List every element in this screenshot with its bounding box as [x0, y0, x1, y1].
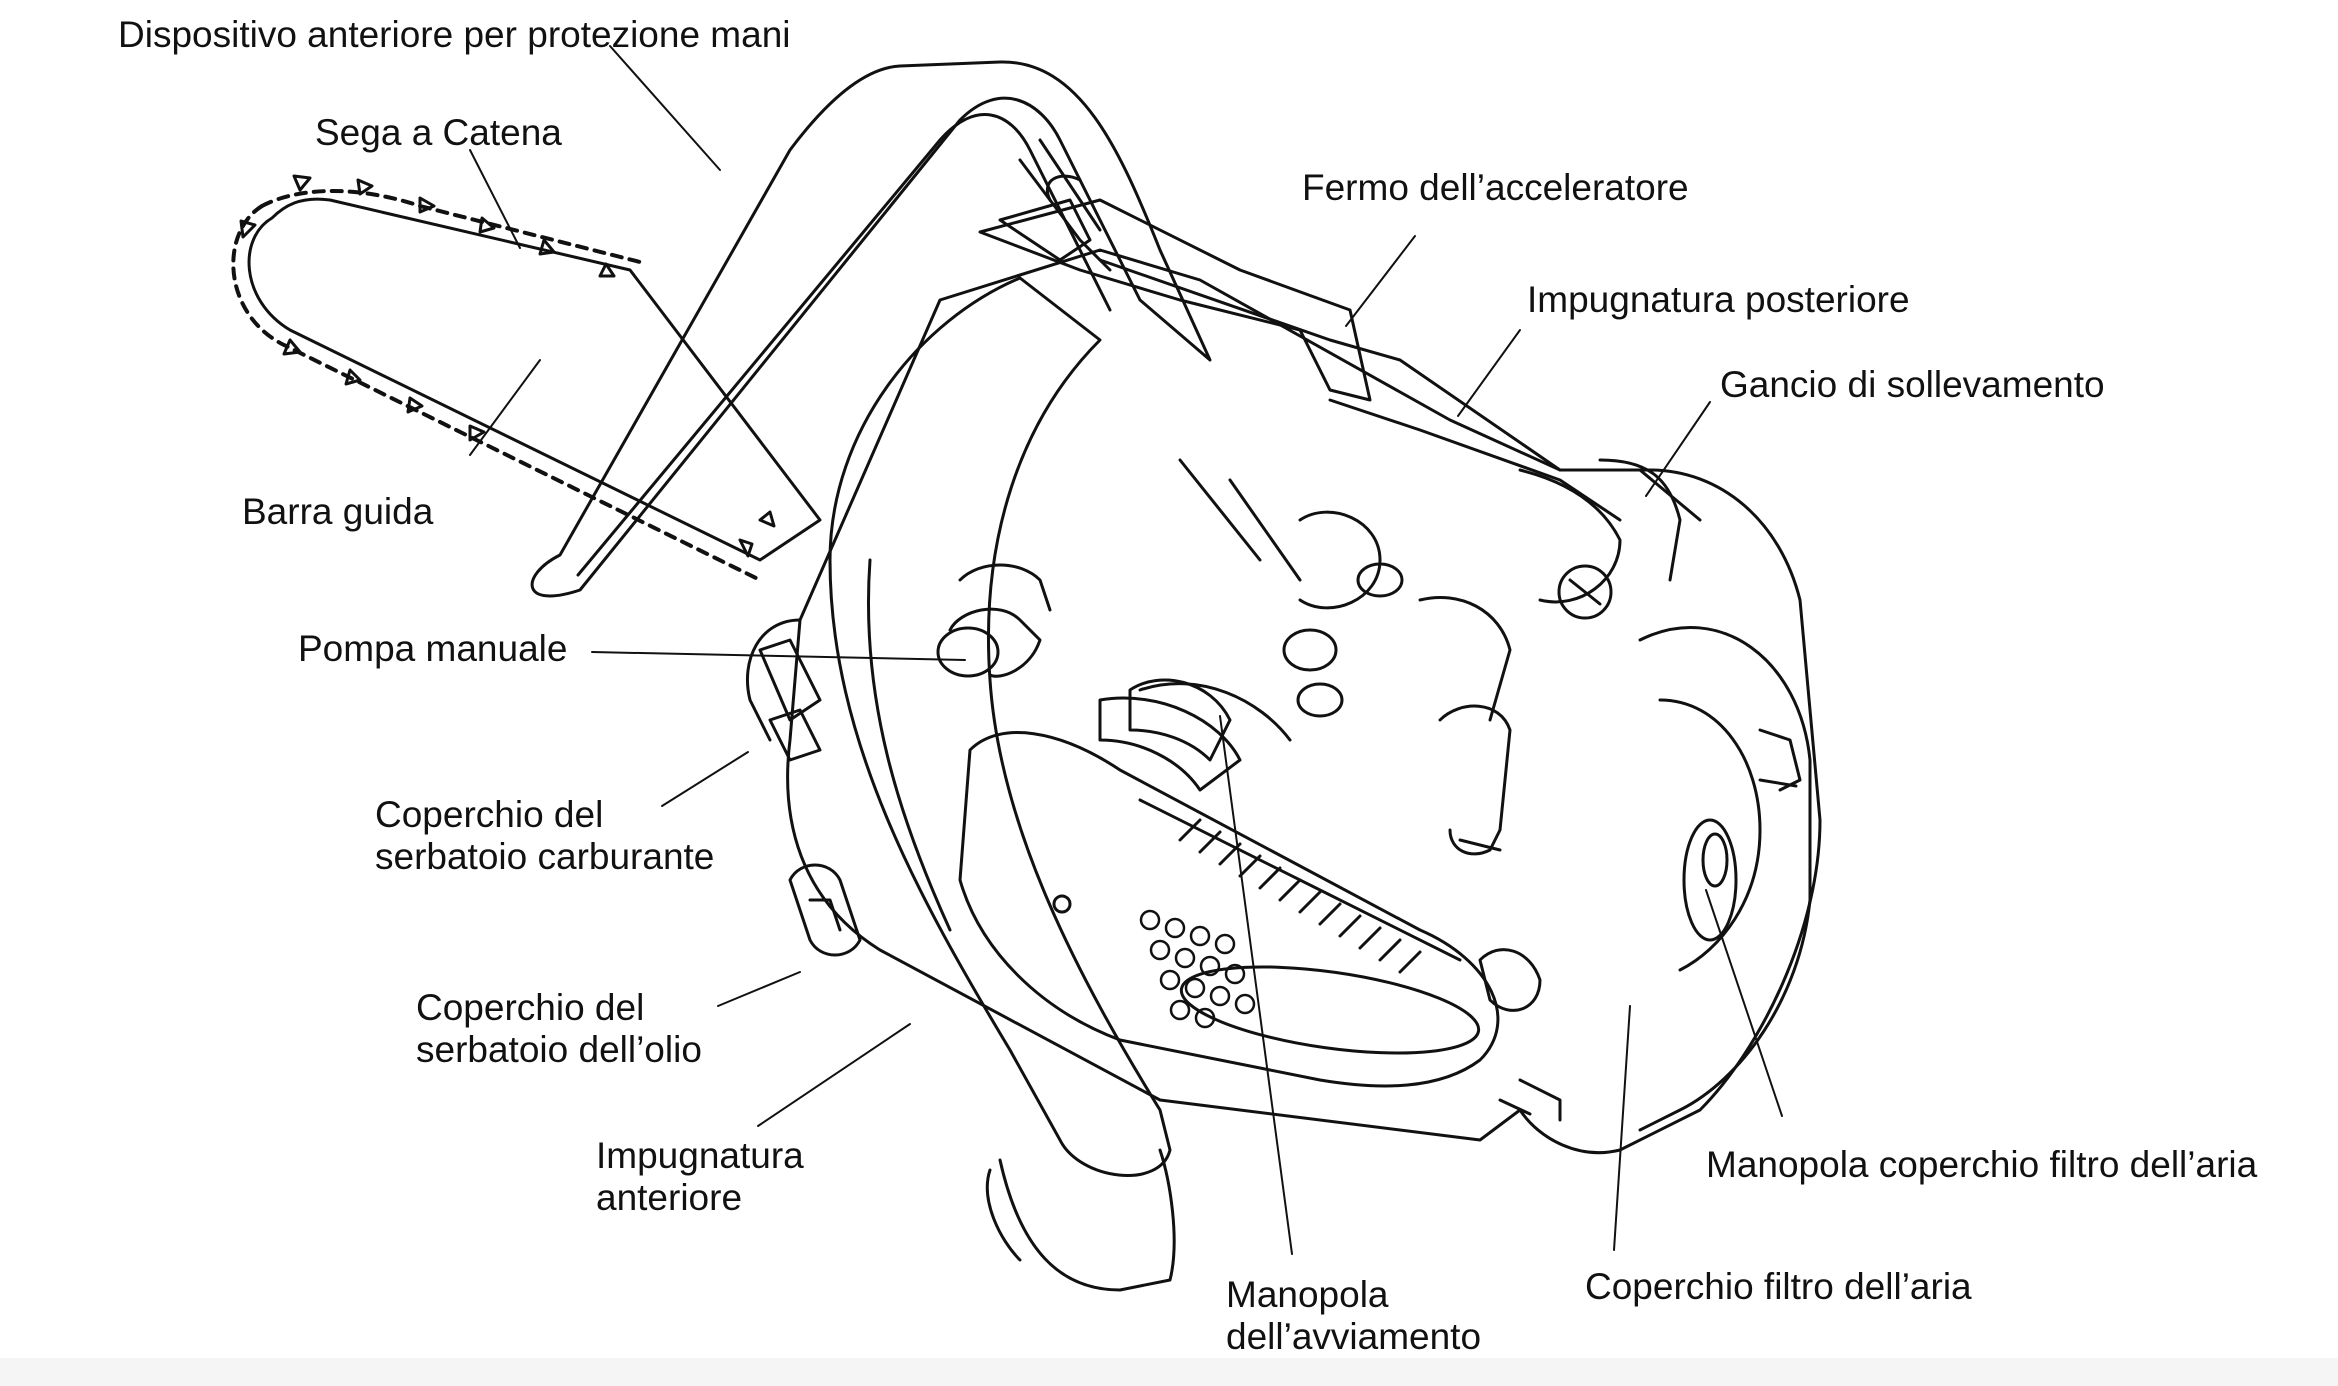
label-air-filter-cover: Coperchio filtro dell’aria [1585, 1266, 1972, 1307]
label-oil-tank-cap-line2: serbatoio dell’olio [416, 1029, 702, 1070]
label-throttle-lock: Fermo dell’acceleratore [1302, 167, 1689, 208]
engine-body [745, 248, 1822, 1155]
leader-lines [469, 45, 1783, 1255]
label-saw-chain: Sega a Catena [315, 112, 562, 153]
front-hand-guard [530, 60, 1212, 598]
label-oil-tank-cap: Coperchio del serbatoio dell’olio [416, 987, 702, 1071]
label-starter-grip-line2: dell’avviamento [1226, 1316, 1482, 1357]
bottom-margin-strip [0, 1358, 2338, 1386]
primer-pump [936, 563, 1052, 678]
label-starter-grip-line1: Manopola [1226, 1274, 1389, 1315]
rear-handle-assembly [978, 174, 1702, 620]
label-front-handle-line2: anteriore [596, 1177, 743, 1218]
label-rear-handle: Impugnatura posteriore [1527, 279, 1910, 320]
label-fuel-tank-cap-line1: Coperchio del [375, 794, 604, 835]
label-hanger: Gancio di sollevamento [1720, 364, 2105, 405]
label-fuel-tank-cap-line2: serbatoio carburante [375, 836, 715, 877]
label-starter-grip: Manopola dell’avviamento [1226, 1274, 1481, 1358]
label-primer-pump: Pompa manuale [298, 628, 568, 669]
label-front-hand-guard: Dispositivo anteriore per protezione man… [118, 14, 791, 55]
label-guide-bar: Barra guida [242, 491, 434, 532]
front-handle [828, 276, 1176, 1292]
engine-details [1178, 458, 1562, 1122]
air-filter-cover [1638, 625, 1812, 1132]
starter-cover [958, 682, 1500, 1088]
label-fuel-tank-cap: Coperchio del serbatoio carburante [375, 794, 714, 878]
label-front-handle-line1: Impugnatura [596, 1135, 804, 1176]
label-air-filter-knob: Manopola coperchio filtro dell’aria [1706, 1144, 2258, 1185]
guide-bar-and-chain [231, 174, 822, 582]
starter-grip [1128, 678, 1542, 1012]
label-oil-tank-cap-line1: Coperchio del [416, 987, 645, 1028]
label-front-handle: Impugnatura anteriore [596, 1135, 804, 1219]
